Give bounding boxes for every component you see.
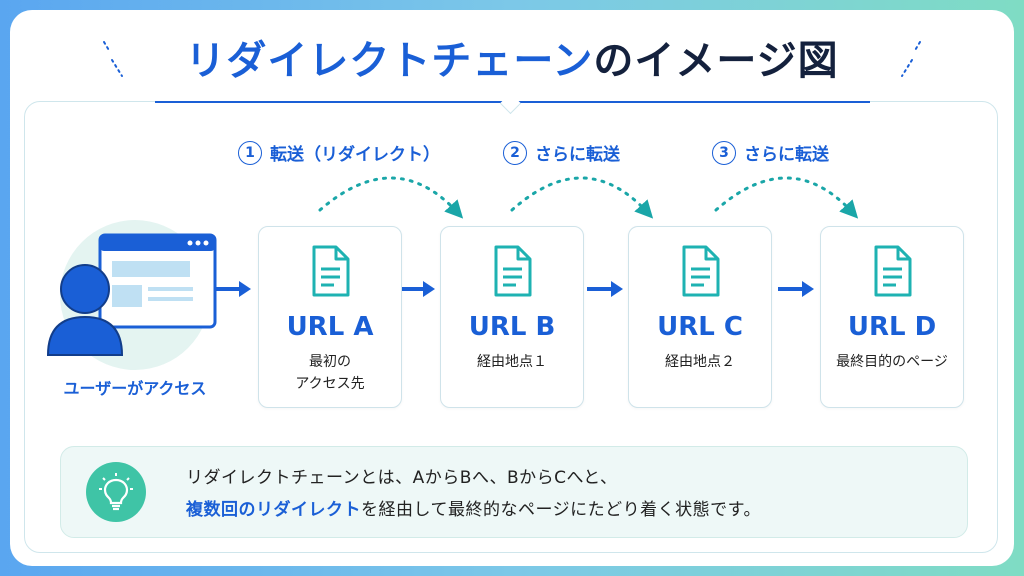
info-text: リダイレクトチェーンとは、AからBへ、BからCへと、 複数回のリダイレクトを経由… [186,462,761,526]
user-label: ユーザーがアクセス [63,379,207,398]
info-line-2: 複数回のリダイレクトを経由して最終的なページにたどり着く状態です。 [186,494,761,526]
info-box: リダイレクトチェーンとは、AからBへ、BからCへと、 複数回のリダイレクトを経由… [60,446,968,538]
info-line-1: リダイレクトチェーンとは、AからBへ、BからCへと、 [186,468,618,488]
curved-dotted-arrow-icon [318,176,464,219]
info-highlight: 複数回の [186,500,256,520]
document-icon [494,245,532,297]
sparkle-decoration-right [901,41,921,77]
desc-line: 経由地点２ [665,354,735,370]
step-text: さらに転送 [535,145,620,165]
desc-line: アクセス先 [295,376,365,392]
url-card-c: URL C 経由地点２ [628,226,772,408]
step-number-badge: 2 [503,140,527,165]
person-icon [46,264,124,356]
desc-line: 最終目的のページ [836,354,948,370]
document-icon [312,245,350,297]
url-description: 最初の アクセス先 [259,351,401,395]
url-card-d: URL D 最終目的のページ [820,226,964,408]
step-number-badge: 1 [238,140,262,165]
desc-line: 経由地点１ [477,354,547,370]
document-icon [682,245,720,297]
curved-dotted-arrow-icon [714,176,859,219]
step-1-label: 1 転送（リダイレクト） [238,140,440,165]
step-3-label: 3 さらに転送 [712,140,829,165]
url-card-a: URL A 最初の アクセス先 [258,226,402,408]
url-label: URL B [468,312,556,342]
url-card-b: URL B 経由地点１ [440,226,584,408]
arrow-right-icon [215,281,251,297]
step-text: さらに転送 [744,145,829,165]
page-title: リダイレクトチェーンのイメージ図 [0,28,1024,86]
curved-dotted-arrow-icon [510,176,654,219]
url-label: URL A [286,312,374,342]
step-text: 転送（リダイレクト） [270,145,440,165]
url-label: URL C [657,312,743,342]
browser-window-icon [98,233,217,329]
user-illustration [46,233,217,356]
url-description: 経由地点２ [629,351,771,373]
desc-line: 最初の [309,354,351,370]
title-rest: のイメージ図 [593,38,839,84]
document-icon [874,245,912,297]
step-2-label: 2 さらに転送 [503,140,620,165]
arrow-right-icon [778,281,814,297]
arrow-right-icon [399,281,435,297]
title-highlight: リダイレクトチェーン [185,38,594,84]
sparkle-decoration-left [103,41,123,77]
info-highlight: リダイレクト [256,500,361,520]
step-number-badge: 3 [712,140,736,165]
lightbulb-icon [86,462,146,522]
arrow-right-icon [587,281,623,297]
info-rest: を経由して最終的なページにたどり着く状態です。 [361,500,761,520]
url-label: URL D [847,312,937,342]
url-description: 最終目的のページ [821,351,963,373]
url-description: 経由地点１ [441,351,583,373]
